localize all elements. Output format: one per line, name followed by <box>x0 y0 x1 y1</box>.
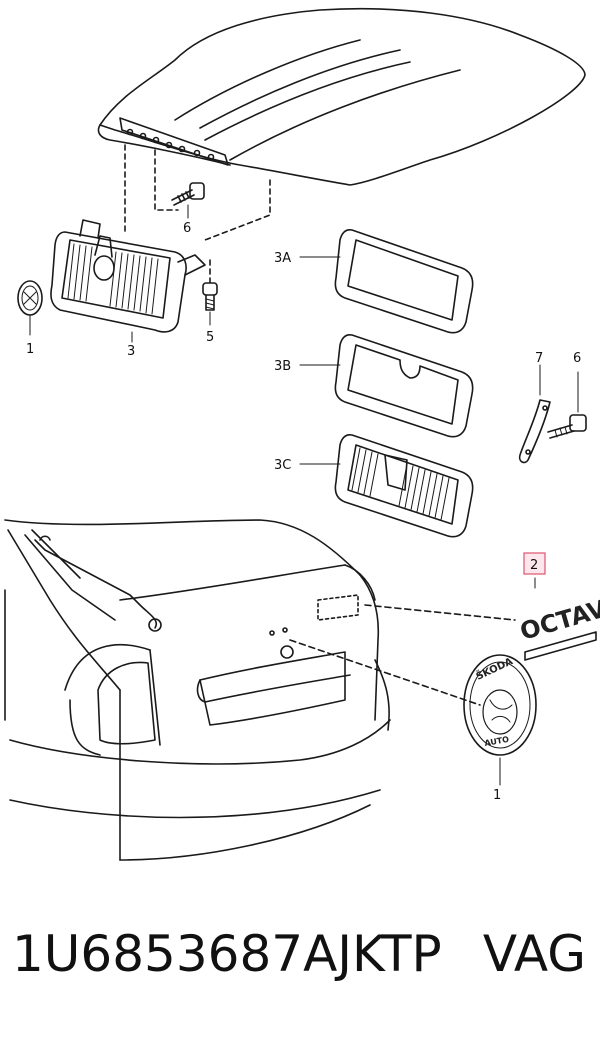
skoda-emblem <box>463 654 537 786</box>
label-3c: 3C <box>274 458 291 473</box>
grille-3c <box>299 434 474 538</box>
label-2-highlight <box>523 552 546 575</box>
label-1-top: 1 <box>26 342 34 357</box>
grille-3a <box>299 229 474 334</box>
label-1-bottom: 1 <box>493 788 501 803</box>
parts-diagram: OCTAVIA ŠKODA AUTO 6 1 3 5 3A 3B 3C 7 6 … <box>4 7 600 861</box>
label-5: 5 <box>206 330 214 345</box>
label-2: 2 <box>530 558 538 573</box>
label-7: 7 <box>535 351 543 366</box>
bolt-6-right <box>547 371 587 439</box>
leader-line <box>204 179 271 241</box>
hood-drawing <box>97 7 586 186</box>
label-6-top: 6 <box>183 221 191 236</box>
label-3: 3 <box>127 344 135 359</box>
bolt-5 <box>202 259 218 326</box>
skoda-emblem-auto-text: AUTO <box>484 735 510 748</box>
grille-3b <box>299 334 474 438</box>
leader-line <box>364 604 516 621</box>
leader-line <box>154 149 179 211</box>
label-6-right: 6 <box>573 351 581 366</box>
skoda-emblem-text: ŠKODA <box>474 654 515 682</box>
label-3a: 3A <box>274 251 291 266</box>
bracket-7 <box>518 364 551 464</box>
bolt-6-top <box>171 182 205 219</box>
octavia-emblem <box>524 631 597 661</box>
car-rear-drawing <box>4 519 391 861</box>
leader-line <box>289 639 481 706</box>
emblem-small <box>17 280 43 336</box>
footer: 1U6853687AJKTP VAG <box>0 925 600 1015</box>
brand-name: VAG <box>482 925 586 983</box>
label-3b: 3B <box>274 359 291 374</box>
grille-top <box>50 219 206 333</box>
part-number: 1U6853687AJKTP <box>12 925 442 983</box>
